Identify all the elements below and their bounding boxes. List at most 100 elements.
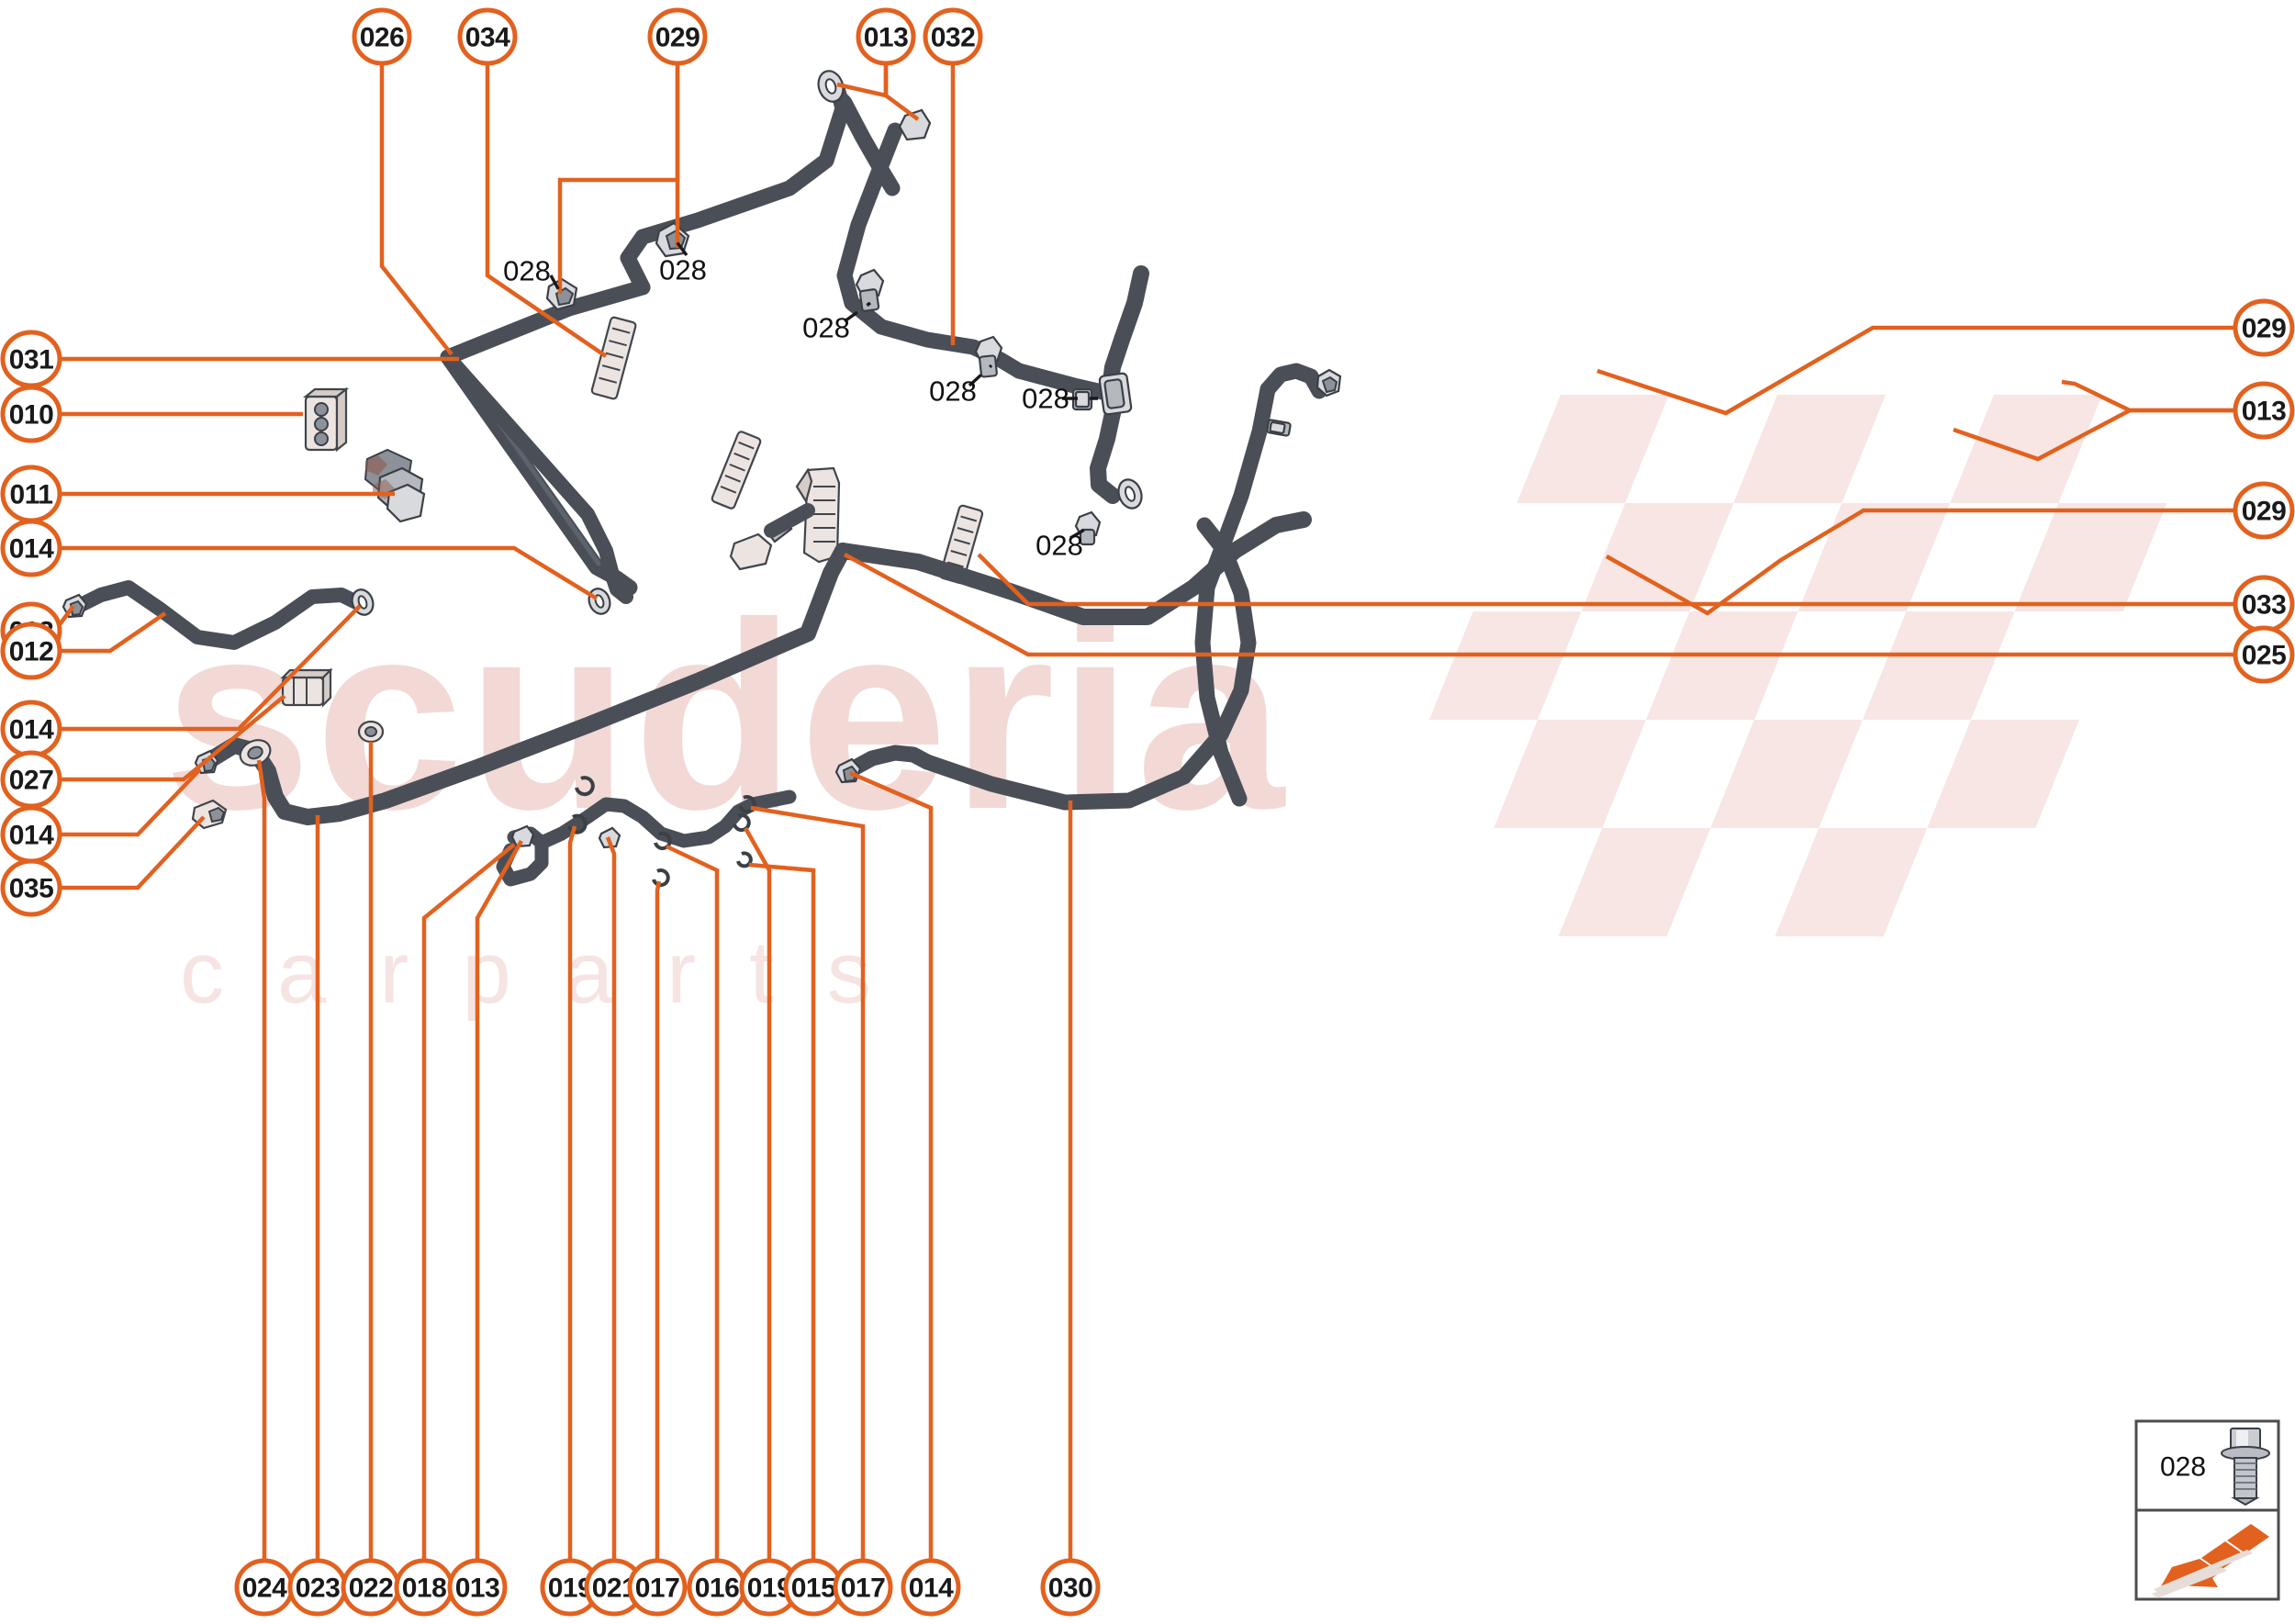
callout-023[interactable]: 023 <box>287 1558 348 1617</box>
hose-029-upper <box>620 80 851 296</box>
pointer-028-f <box>1069 523 1093 540</box>
clip-017-a <box>652 868 670 887</box>
leader-017-a <box>655 880 662 1567</box>
leader-029-right-a <box>1596 325 2240 416</box>
callout-014-left-a[interactable]: 014 <box>0 519 62 577</box>
callout-033[interactable]: 033 <box>2233 575 2295 633</box>
pipe-023-main-b <box>834 511 1312 625</box>
callout-011[interactable]: 011 <box>0 465 62 523</box>
callout-label: 029 <box>2242 497 2287 527</box>
hose-014-right <box>844 745 935 778</box>
clamp-029-ring <box>1117 478 1143 510</box>
clip-016 <box>654 832 672 850</box>
callout-label: 029 <box>655 23 700 53</box>
callout-label: 017 <box>635 1574 680 1604</box>
callout-025[interactable]: 025 <box>2233 625 2295 684</box>
callout-030[interactable]: 030 <box>1040 1558 1101 1617</box>
callout-014-bottom[interactable]: 014 <box>901 1558 961 1617</box>
orange-arrow-icon <box>2152 1524 2269 1598</box>
callout-029-right-a[interactable]: 029 <box>2233 298 2295 357</box>
leader-026 <box>379 57 453 356</box>
inline-label-028-b: 028 <box>659 254 707 286</box>
hose-026b <box>440 279 651 365</box>
leader-014-a <box>55 545 599 600</box>
leader-018 <box>421 843 516 1567</box>
hose-012 <box>72 580 364 650</box>
leader-015 <box>748 862 816 1567</box>
callout-label: 010 <box>9 400 54 431</box>
part-022 <box>357 720 385 744</box>
pointer-028-c <box>844 301 871 323</box>
inline-pointers <box>549 239 1098 540</box>
callout-label: 011 <box>10 480 53 510</box>
pointer-028-a <box>549 274 562 293</box>
watermark-checkered-flag <box>1428 395 2167 936</box>
callout-026[interactable]: 026 <box>352 7 412 66</box>
clip-015 <box>736 851 753 868</box>
callout-014-left-c[interactable]: 014 <box>0 805 62 864</box>
callout-017-a[interactable]: 017 <box>627 1558 688 1617</box>
clip-013-lower <box>510 824 535 848</box>
watermark: scuderia carparts <box>163 395 2167 1022</box>
leader-019-b <box>744 826 772 1567</box>
callout-015[interactable]: 015 <box>783 1558 844 1617</box>
clip-strip-034 <box>590 316 637 400</box>
hose-030 <box>919 517 1257 811</box>
fitting-032-top <box>898 108 932 141</box>
grommet-024 <box>239 739 272 767</box>
leader-017-b <box>750 805 866 1567</box>
clamp-013-upper <box>817 70 845 103</box>
callout-018[interactable]: 018 <box>394 1558 454 1617</box>
leader-lines <box>53 57 2240 1567</box>
callout-022[interactable]: 022 <box>341 1558 401 1617</box>
callout-label: 015 <box>791 1574 836 1604</box>
watermark-subtitle: carparts <box>180 924 924 1022</box>
callout-029-right-b[interactable]: 029 <box>2233 481 2295 540</box>
callout-label: 031 <box>9 345 54 375</box>
callout-017-b[interactable]: 017 <box>833 1558 893 1617</box>
callout-029-top[interactable]: 029 <box>647 7 708 66</box>
callout-034[interactable]: 034 <box>457 7 518 66</box>
callout-032[interactable]: 032 <box>923 7 983 66</box>
callout-label: 012 <box>9 637 54 667</box>
leader-033 <box>977 553 2240 607</box>
callout-012[interactable]: 012 <box>0 622 62 680</box>
callout-label: 013 <box>864 23 909 53</box>
callout-024[interactable]: 024 <box>234 1558 295 1617</box>
callout-label: 014 <box>9 534 54 565</box>
callout-label: 027 <box>9 766 54 796</box>
leader-014-bottom <box>849 770 934 1567</box>
inline-label-group: 028 028 028 028 028 028 <box>503 254 1083 562</box>
leader-025 <box>843 553 2240 657</box>
legend-part-number: 028 <box>2160 1452 2206 1483</box>
leader-014-b <box>55 604 362 732</box>
leader-019-a <box>567 825 577 1567</box>
callout-010[interactable]: 010 <box>0 385 62 443</box>
legend-panel: 028 <box>2134 1419 2280 1601</box>
hex-flange-bolt-icon <box>2221 1428 2270 1506</box>
callout-013-bottom[interactable]: 013 <box>447 1558 508 1617</box>
leader-021 <box>605 836 617 1567</box>
callout-label: 035 <box>9 874 54 904</box>
hose-019-021 <box>534 790 797 850</box>
parts-artwork <box>62 70 1342 887</box>
clip-019-b <box>575 776 595 797</box>
inline-label-028-d: 028 <box>929 375 977 408</box>
callout-label: 014 <box>9 715 54 745</box>
callout-label: 034 <box>465 23 510 53</box>
callout-013-right[interactable]: 013 <box>2233 381 2295 440</box>
hose-013-right <box>1259 363 1327 399</box>
clamp-028-c <box>855 268 885 312</box>
callout-035[interactable]: 035 <box>0 858 62 917</box>
callout-014-left-b[interactable]: 014 <box>0 700 62 758</box>
callout-label: 022 <box>349 1574 394 1604</box>
leader-012 <box>55 611 167 654</box>
callout-027[interactable]: 027 <box>0 750 62 809</box>
callout-016[interactable]: 016 <box>687 1558 747 1617</box>
callout-031[interactable]: 031 <box>0 330 62 388</box>
inline-label-028-e: 028 <box>1022 383 1069 415</box>
bracket-025 <box>795 466 841 564</box>
pointer-028-b <box>674 239 688 257</box>
callout-013-top[interactable]: 013 <box>856 7 916 66</box>
